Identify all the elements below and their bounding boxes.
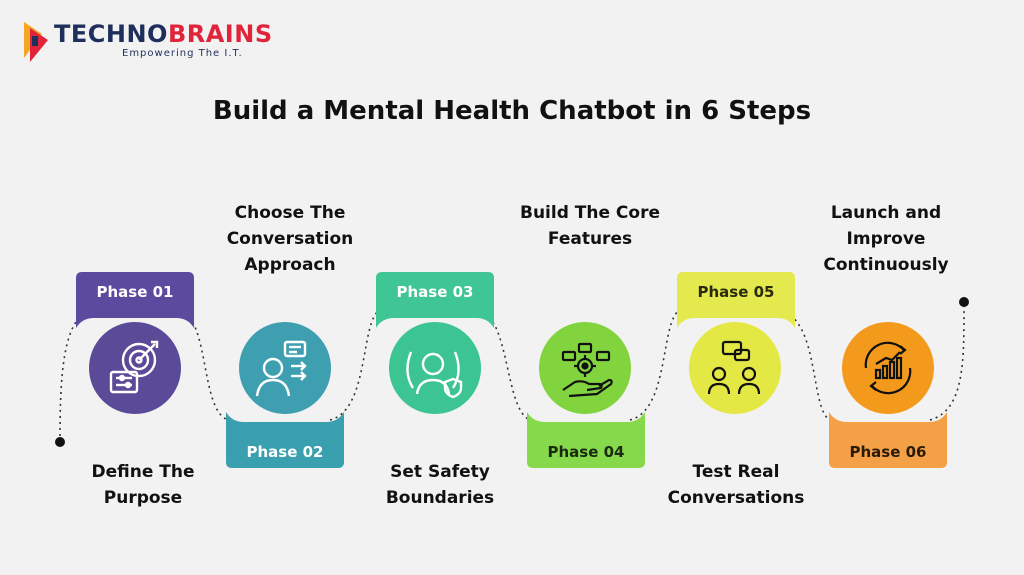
logo-part2: BRAINS [167,20,273,48]
logo-wordmark: TECHNOBRAINS [54,20,273,48]
phase-03-circle [389,322,481,414]
end-dot [959,297,969,307]
phase-01-label: Phase 01 [96,283,174,301]
logo-mark-icon [24,22,48,62]
two-people-chat-icon [689,322,781,414]
phase-05-label: Phase 05 [697,283,775,301]
phase-03-label: Phase 03 [396,283,474,301]
phase-01-tab [76,272,194,328]
protected-person-icon [389,322,481,414]
logo-tagline: Empowering The I.T. [122,48,243,59]
phase-02-tab [226,412,344,468]
logo: TECHNOBRAINS Empowering The I.T. [22,18,272,64]
person-chat-icon [239,322,331,414]
phase-04-circle [539,322,631,414]
phase-05-circle [689,322,781,414]
phase-05-tab [677,272,795,328]
phase-01-step: Define The Purpose [91,462,195,508]
phase-02-step: Choose The Conversation Approach [226,203,354,275]
phase-06-tab [829,412,947,468]
phase-04-tab [527,412,645,468]
hand-gear-icon [539,322,631,414]
phase-01-circle [89,322,181,414]
target-icon [89,322,181,414]
phase-06-label: Phase 06 [849,443,927,461]
phase-04-step: Build The Core Features [519,203,661,249]
phase-04-label: Phase 04 [547,443,625,461]
page-title: Build a Mental Health Chatbot in 6 Steps [212,96,812,126]
phase-03-step: Set Safety Boundaries [385,462,495,508]
phase-06-circle [842,322,934,414]
phase-06-step: Launch and Improve Continuously [823,203,949,275]
phase-02-circle [239,322,331,414]
phase-03-tab [376,272,494,328]
phase-05-step: Test Real Conversations [667,462,805,508]
start-dot [55,437,65,447]
logo-part1: TECHNO [54,20,168,48]
growth-chart-cycle-icon [842,322,934,414]
phase-02-label: Phase 02 [246,443,324,461]
